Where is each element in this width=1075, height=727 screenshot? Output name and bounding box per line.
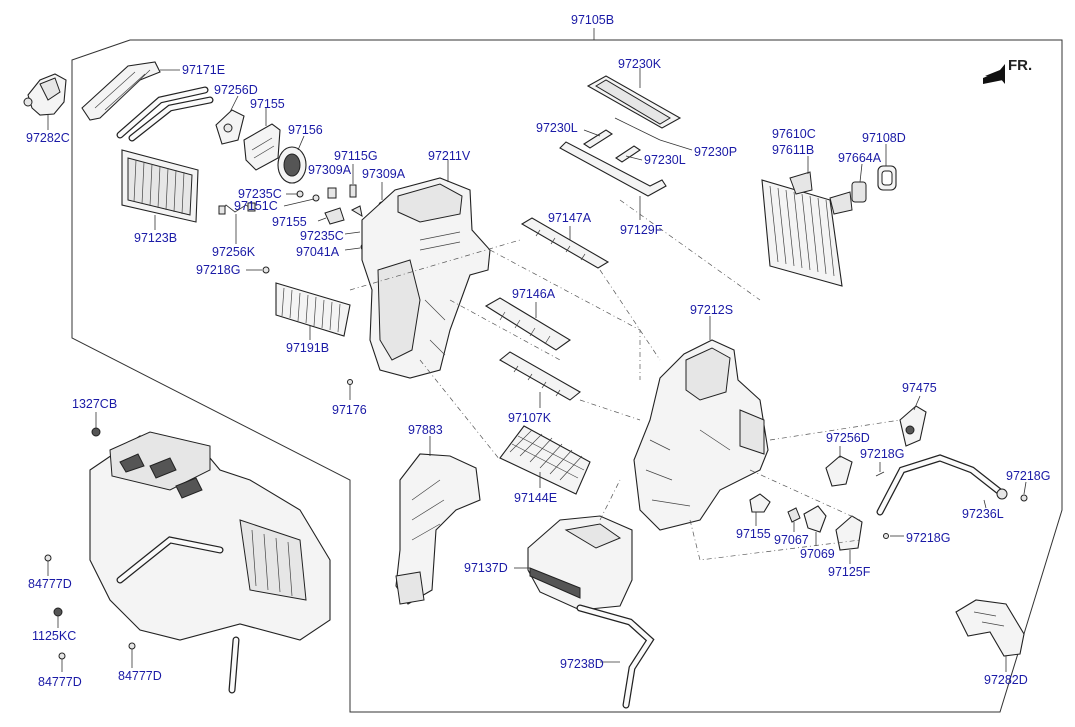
label-97108D: 97108D [862, 131, 906, 145]
label-97151C: 97151C [234, 199, 278, 213]
label-97230P: 97230P [694, 145, 737, 159]
label-97147A: 97147A [548, 211, 592, 225]
part-97218G-screw-low [883, 533, 904, 539]
label-97236L: 97236L [962, 507, 1004, 521]
part-97146A-door [484, 297, 572, 351]
part-97238D-drain-hose [576, 604, 655, 709]
front-direction-label: FR. [1008, 57, 1032, 74]
part-97218G-screw-mid [875, 462, 885, 477]
label-97129F: 97129F [620, 223, 663, 237]
label-97123B: 97123B [134, 231, 177, 245]
label-97218G-mid: 97218G [860, 447, 904, 461]
part-97212S-right-case [633, 339, 769, 531]
label-97105B: 97105B [571, 13, 614, 27]
part-97236L-pipe [876, 454, 1008, 516]
part-97256D-actuator-right [825, 455, 853, 487]
part-97282D-bracket [955, 599, 1025, 657]
label-97041A: 97041A [296, 245, 340, 259]
label-84777D-2: 84777D [38, 675, 82, 689]
label-97115G: 97115G [334, 149, 378, 163]
label-97256D-right: 97256D [826, 431, 870, 445]
label-97230L-2: 97230L [644, 153, 686, 167]
label-97218G-right: 97218G [1006, 469, 1050, 483]
part-97282C-bracket [23, 73, 67, 116]
label-97137D: 97137D [464, 561, 508, 575]
part-1327CB-nut [91, 412, 101, 437]
label-97610C: 97610C [772, 127, 816, 141]
part-97155-actuator-bracket [243, 123, 281, 171]
part-hvac-assembly-complete [89, 431, 331, 694]
part-97230L-strips [582, 129, 643, 163]
label-84777D-1: 84777D [28, 577, 72, 591]
part-97144E-screen [499, 425, 591, 495]
label-97309A-2: 97309A [362, 167, 406, 181]
part-heater-pipes [116, 86, 214, 142]
part-97067-clip [787, 507, 801, 523]
label-97256K: 97256K [212, 245, 256, 259]
label-97107K: 97107K [508, 411, 552, 425]
part-97123B-heater-core [121, 149, 199, 223]
part-97125F-actuator [835, 515, 863, 551]
label-97212S: 97212S [690, 303, 733, 317]
label-97309A-1: 97309A [308, 163, 352, 177]
label-97282C: 97282C [26, 131, 70, 145]
label-97069: 97069 [800, 547, 835, 561]
assembly-boundary [71, 39, 1063, 713]
part-97218G-screw-left [246, 266, 270, 274]
part-84777D-screws [44, 554, 136, 672]
part-97107K-door [499, 351, 581, 401]
exploded-guide-lines [349, 199, 901, 561]
label-97155-right: 97155 [736, 527, 771, 541]
label-84777D-3: 84777D [118, 669, 162, 683]
label-97475: 97475 [902, 381, 937, 395]
label-97883: 97883 [408, 423, 443, 437]
part-97664A-block [851, 163, 867, 203]
part-97475-sensor [899, 405, 927, 447]
label-97176: 97176 [332, 403, 367, 417]
part-97256D-actuator [215, 109, 245, 145]
label-97218G-low: 97218G [906, 531, 950, 545]
label-97238D: 97238D [560, 657, 604, 671]
label-97611B: 97611B [772, 143, 814, 157]
part-97610C-evaporator [761, 171, 853, 287]
label-97171E: 97171E [182, 63, 225, 77]
part-97171E-pipe-cover [81, 61, 161, 121]
part-97155-actuator-right [749, 493, 771, 513]
label-97155-mid: 97155 [272, 215, 307, 229]
label-97218G-left: 97218G [196, 263, 240, 277]
front-direction-arrow-icon [983, 64, 1005, 84]
label-97282D: 97282D [984, 673, 1028, 687]
label-97155-top: 97155 [250, 97, 285, 111]
label-1125KC: 1125KC [32, 629, 76, 643]
label-97230K: 97230K [618, 57, 662, 71]
part-97108D-gasket [877, 144, 897, 191]
part-97230K-frame [586, 75, 682, 129]
part-97191B-filter [275, 282, 351, 337]
label-97664A: 97664A [838, 151, 882, 165]
label-97256D-top: 97256D [214, 83, 258, 97]
part-97137D-drain-tray [527, 515, 633, 611]
label-97191B: 97191B [286, 341, 329, 355]
label-97146A: 97146A [512, 287, 556, 301]
label-97235C-2: 97235C [300, 229, 344, 243]
part-97069-lever [803, 505, 827, 533]
part-97176-pin [347, 379, 353, 400]
label-97067: 97067 [774, 533, 809, 547]
label-97156: 97156 [288, 123, 323, 137]
part-97129F-bar [559, 141, 667, 197]
label-97144E: 97144E [514, 491, 557, 505]
label-97230L-1: 97230L [536, 121, 578, 135]
part-97147A-door [520, 217, 610, 269]
label-97211V: 97211V [428, 149, 471, 163]
label-97125F: 97125F [828, 565, 871, 579]
part-97256K-wire [218, 202, 256, 215]
label-97235C-1: 97235C [238, 187, 282, 201]
label-1327CB: 1327CB [72, 397, 117, 411]
part-97218G-screw-right [1020, 481, 1028, 502]
part-97211V-left-case [361, 177, 491, 379]
part-97883-duct [395, 453, 481, 605]
part-97156-wheel [277, 146, 307, 184]
